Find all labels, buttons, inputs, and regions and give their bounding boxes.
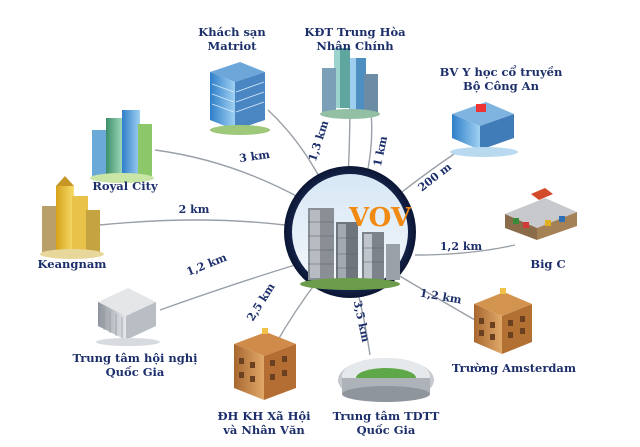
line-royal-city bbox=[154, 149, 301, 199]
hospital-building-icon bbox=[450, 102, 518, 157]
distance-trung-hoa: 1,3 km bbox=[306, 118, 332, 163]
center-label: VOV bbox=[348, 203, 412, 233]
line-hoi-nghi bbox=[159, 264, 296, 311]
label-hoi-nghi-2: Quốc Gia bbox=[106, 365, 165, 379]
label-dh-kh-2: và Nhân Văn bbox=[222, 423, 305, 437]
keangnam-towers-icon bbox=[40, 176, 104, 259]
label-amsterdam: Trường Amsterdam bbox=[452, 361, 576, 375]
label-big-c: Big C bbox=[530, 257, 565, 271]
label-hoi-nghi-1: Trung tâm hội nghị bbox=[72, 351, 198, 365]
center-node: VOV bbox=[284, 166, 416, 298]
line-big-c bbox=[414, 244, 516, 256]
label-matriot-2: Matriot bbox=[208, 39, 258, 53]
line-amsterdam bbox=[397, 274, 476, 321]
line-dh-kh bbox=[274, 279, 319, 346]
big-c-market-icon bbox=[505, 188, 577, 240]
distance-keangnam: 2 km bbox=[179, 203, 210, 216]
label-tdtt-1: Trung tâm TDTT bbox=[333, 409, 440, 423]
vov-towers-icon bbox=[300, 208, 400, 290]
stadium-icon bbox=[338, 358, 434, 402]
line-matriot bbox=[267, 109, 323, 183]
distance-dh-kh: 2,5 km bbox=[244, 280, 278, 323]
distance-hoi-nghi: 1,2 km bbox=[185, 251, 229, 279]
label-bv-y-hoc-1: BV Y học cổ truyền bbox=[440, 65, 563, 79]
school-building-icon bbox=[474, 288, 532, 354]
distance-matriot: 3 km bbox=[238, 148, 271, 165]
convention-center-icon bbox=[96, 288, 160, 346]
label-trung-hoa-1: KĐT Trung Hòa bbox=[304, 25, 406, 39]
label-dh-kh-1: ĐH KH Xã Hội bbox=[217, 409, 311, 423]
label-bv-y-hoc-2: Bộ Công An bbox=[463, 79, 540, 93]
label-trung-hoa-2: Nhân Chính bbox=[316, 39, 394, 53]
distance-amsterdam: 1,2 km bbox=[419, 286, 463, 306]
location-labels: Khách sạn Matriot KĐT Trung Hòa Nhân Chí… bbox=[38, 25, 577, 437]
distance-big-c: 1,2 km bbox=[440, 240, 483, 253]
royal-city-towers-icon bbox=[90, 110, 154, 183]
hotel-building-icon bbox=[210, 62, 270, 135]
distance-trung-hoa-2: 1 km bbox=[371, 135, 390, 168]
label-tdtt-2: Quốc Gia bbox=[357, 423, 416, 437]
university-building-icon bbox=[234, 328, 296, 400]
line-keangnam bbox=[99, 219, 286, 226]
distance-tdtt: 3,5 km bbox=[351, 299, 373, 343]
label-keangnam: Keangnam bbox=[38, 257, 107, 271]
label-matriot-1: Khách sạn bbox=[198, 25, 266, 39]
skyscraper-cluster-icon bbox=[320, 48, 380, 119]
label-royal-city: Royal City bbox=[92, 179, 158, 193]
